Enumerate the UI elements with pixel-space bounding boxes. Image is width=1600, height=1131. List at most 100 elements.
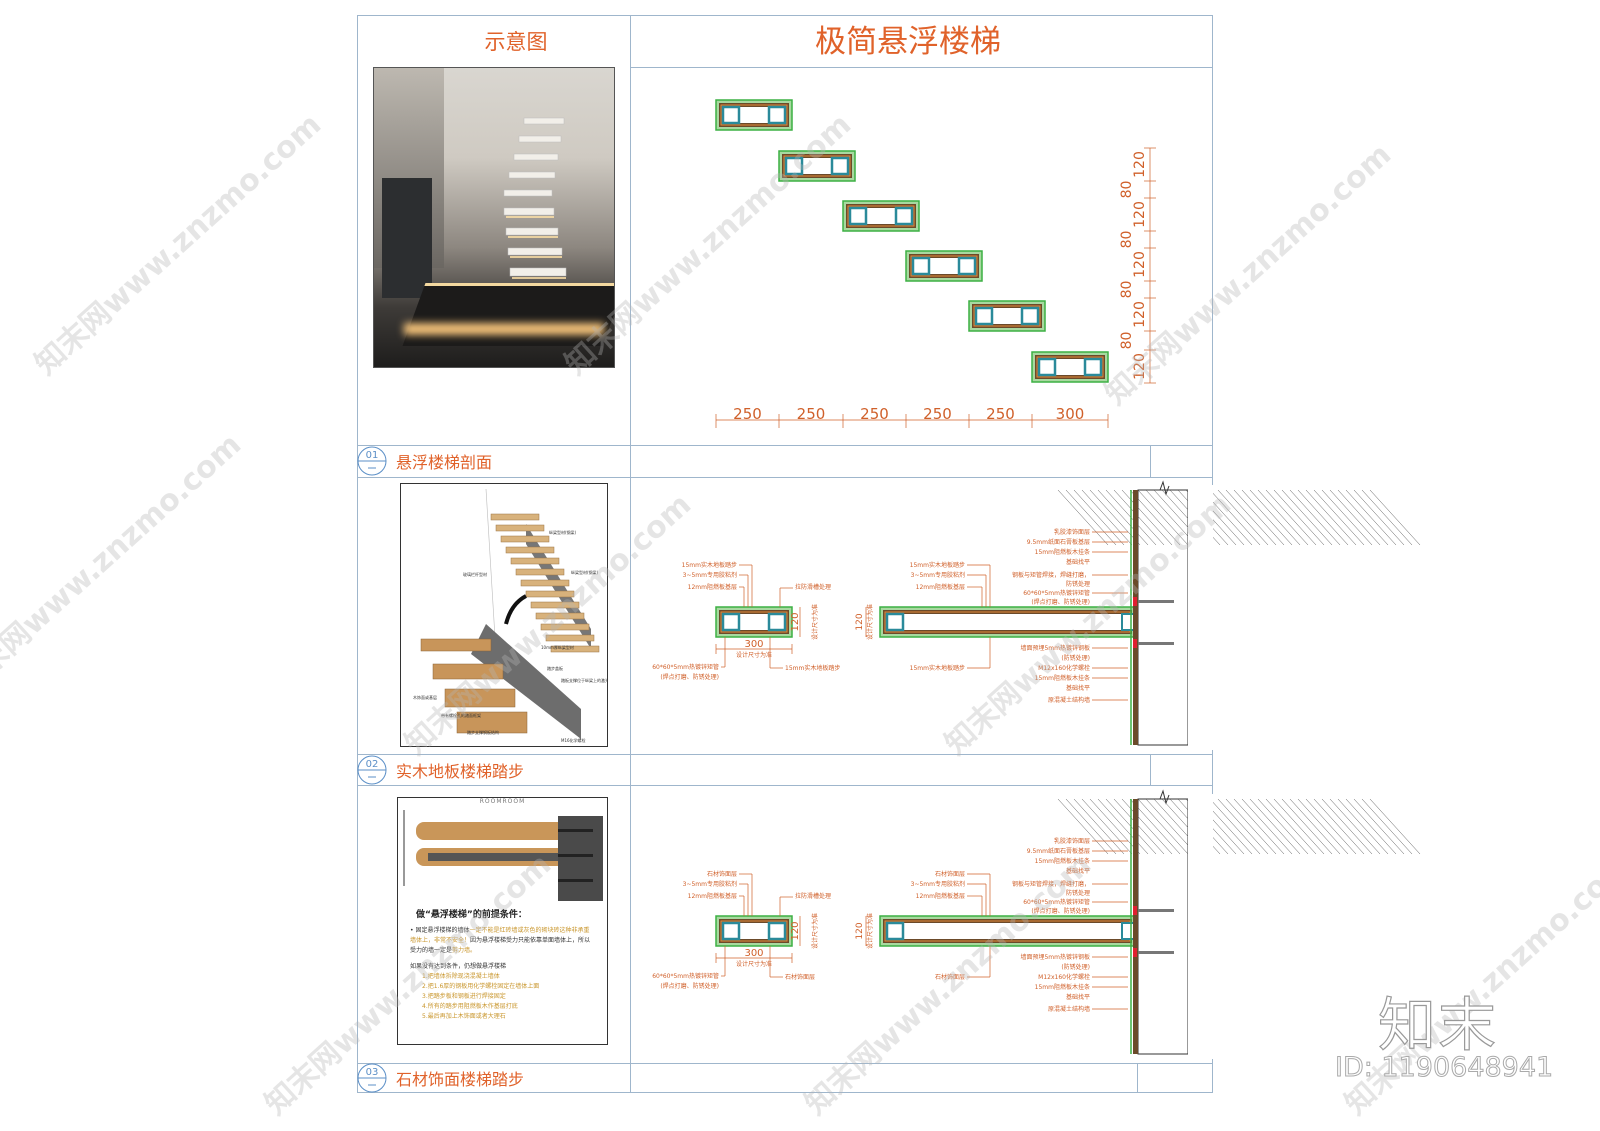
tread-layer — [720, 611, 788, 633]
annotation-label: 15mm阻燃板木挂条 — [1035, 857, 1090, 865]
wall-hatch — [1321, 489, 1373, 546]
wood-tread — [540, 623, 590, 631]
dimension-label: 300 — [1056, 405, 1085, 423]
section-title: 实木地板楼梯踏步 — [396, 762, 524, 781]
tread-core — [887, 923, 1128, 939]
annotation-label: 钢板与矩管焊接，焊缝打磨， — [1012, 880, 1090, 888]
wall-hatch — [1217, 798, 1269, 855]
wood-tread — [550, 645, 600, 653]
wall-hatch — [1233, 489, 1285, 546]
wood-tread — [444, 688, 516, 708]
wall-hatch — [1073, 798, 1125, 855]
annotation-label: 防锈处理 — [1066, 580, 1090, 588]
wall-hatch — [1065, 798, 1117, 855]
break-line — [1159, 789, 1170, 805]
annotation-label: 9.5mm纸面石膏板基层 — [1027, 538, 1090, 546]
tread-section — [715, 915, 793, 947]
dimension-label: 250 — [797, 405, 826, 423]
wood-tread — [505, 546, 555, 554]
tread-layer — [973, 305, 1041, 327]
tread-layer — [720, 104, 788, 126]
dimension-label: 120 — [1132, 151, 1148, 178]
tread-layer — [783, 155, 851, 177]
wall-hatch — [1345, 489, 1397, 546]
tread-section — [778, 150, 856, 182]
annotation-label: 12mm阻燃板基层 — [916, 583, 965, 591]
annotation-label: (焊点打磨、防锈处理) — [660, 673, 719, 681]
asset-id: ID: 1190648941 — [1334, 1052, 1554, 1084]
annotation-label: 12mm阻燃板基层 — [688, 892, 737, 900]
section-label-01: 01 悬浮楼梯剖面 — [357, 446, 492, 476]
steel-tube — [885, 612, 905, 632]
annotation-label: 墙面预埋5mm热镀锌钢板 — [1020, 644, 1090, 652]
wall-hatch — [1257, 798, 1309, 855]
wood-tread — [530, 601, 580, 609]
dimension-label: 120 — [790, 612, 801, 631]
wall-hatch — [1289, 798, 1341, 855]
dimension-label: 120 — [790, 921, 801, 940]
wall-hatch — [1281, 489, 1333, 546]
conditions-panel: ROOMROOM 做“悬浮楼梯”的前提条件： • 固定悬浮楼梯的墙体一定不能是红… — [397, 797, 608, 1045]
diagram-label: 带有螺栓孔的踏面框架 — [441, 712, 481, 718]
wall-hatch — [1057, 798, 1109, 855]
annotation-label: 设计尺寸为准 — [866, 604, 874, 640]
wall-hatch — [1281, 798, 1333, 855]
wall-hatch — [1089, 798, 1141, 855]
wall-hatch — [1137, 798, 1189, 855]
condition-step: 5.最后再加上木饰面或者大理石 — [422, 1013, 506, 1020]
dimension-label: 300 — [744, 639, 763, 650]
wall-hatch — [1145, 798, 1197, 855]
wall-hatch — [1273, 798, 1325, 855]
annotation-label: 3~5mm专用胶粘剂 — [683, 880, 737, 888]
steel-tube — [721, 921, 741, 941]
steel-tube — [1083, 357, 1103, 377]
wall-hatch — [1337, 798, 1389, 855]
annotation-label: 石材饰面层 — [935, 870, 965, 878]
diagram-label: 踏板支撑位于纵梁上的激光切割槽内 — [561, 677, 607, 683]
wall-hatch — [1257, 489, 1309, 546]
wall-hatch — [1249, 798, 1301, 855]
wall-hatch — [1273, 489, 1325, 546]
annotation-label: 15mm实木地板踏步 — [785, 664, 840, 672]
annotation-label: 3~5mm专用胶粘剂 — [911, 571, 965, 579]
annotation-label: 墙面预埋5mm热镀锌钢板 — [1020, 953, 1090, 961]
annotation-label: 15mm实木地板踏步 — [682, 561, 737, 569]
dimension-label: 250 — [733, 405, 762, 423]
annotation-label: (焊点打磨、防锈处理) — [1031, 598, 1090, 606]
embedded-plate — [1133, 639, 1137, 648]
stair-structure-diagram: 纵梁型材(钢梁)玻璃栏杆型材纵梁型材(钢梁)10mm厚纵梁型材踏步盖板踏板支撑位… — [400, 483, 608, 747]
annotation-label: 乳胶漆饰面层 — [1054, 837, 1090, 845]
diagram-label: 纵梁型材(钢梁) — [549, 529, 577, 535]
wall-finish-layer — [1133, 490, 1138, 745]
reference-photo — [373, 67, 615, 368]
dimension-label: 120 — [1132, 353, 1148, 380]
annotation-label: 石材饰面层 — [707, 870, 737, 878]
annotation-label: (焊点打磨、防锈处理) — [660, 982, 719, 990]
section-number: 01 — [366, 450, 379, 461]
annotation-label: 3~5mm专用胶粘剂 — [683, 571, 737, 579]
wall-hatch — [1217, 489, 1269, 546]
steel-tube — [721, 105, 741, 125]
annotation-label: (防锈处理) — [1061, 654, 1090, 662]
wall-hatch — [1209, 798, 1261, 855]
wall-hatch — [1209, 489, 1261, 546]
annotation-label: 设计尺寸为准 — [866, 913, 874, 949]
wall-hatch — [1073, 489, 1125, 546]
condition-1: • 固定悬浮楼梯的墙体一定不能是红砖墙或灰色的砌块砖这种非承重墙体上，非常不安全… — [410, 927, 591, 954]
wall-hatch — [1129, 798, 1181, 855]
annotation-label: 15mm阻燃板木挂条 — [1035, 674, 1090, 682]
wall-hatch — [1137, 489, 1189, 546]
wood-tread — [515, 568, 565, 576]
condition-step: 1.把墙体拆除现浇混凝土墙体 — [422, 973, 500, 980]
annotation-label: 基础找平 — [1066, 684, 1090, 692]
chemical-bolt — [1138, 600, 1174, 603]
sheet-frame — [357, 15, 1213, 1093]
chemical-bolt — [1138, 909, 1174, 912]
diagram-label: 玻璃栏杆型材 — [463, 571, 487, 577]
annotation-label: 乳胶漆饰面层 — [1054, 528, 1090, 536]
diagram-label: 10mm厚纵梁型材 — [541, 644, 574, 650]
annotation-label: 设计尺寸为准 — [811, 913, 819, 949]
annotation-label: 9.5mm纸面石膏板基层 — [1027, 847, 1090, 855]
wall-hatch — [1345, 798, 1397, 855]
tread-section — [879, 606, 1136, 638]
